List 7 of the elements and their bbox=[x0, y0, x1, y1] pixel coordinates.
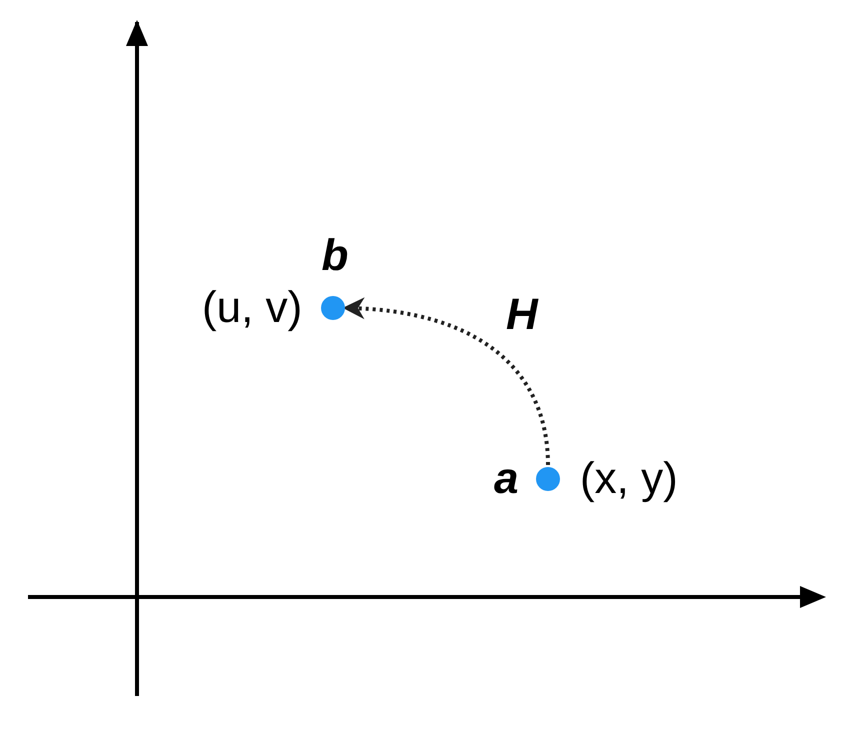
coordinate-label: (x, y) bbox=[580, 454, 678, 504]
point-name: b bbox=[322, 231, 348, 281]
dotted-arrow bbox=[342, 298, 550, 466]
coordinate-label: (u, v) bbox=[202, 283, 302, 333]
point-dot bbox=[321, 296, 345, 320]
point-name: a bbox=[494, 454, 518, 504]
point-dot bbox=[536, 467, 560, 491]
